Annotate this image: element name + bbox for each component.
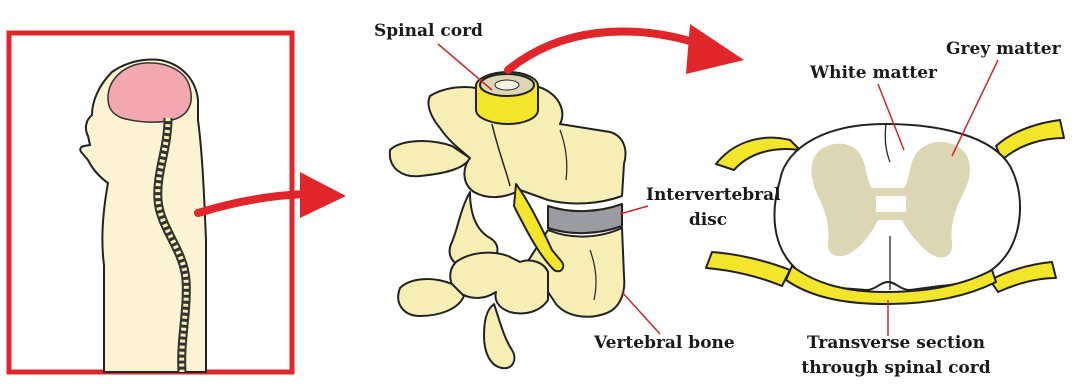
white-matter-label: White matter [810,64,937,83]
spinal-cord-label: Spinal cord [374,22,483,41]
human-silhouette-icon [80,60,206,373]
arrow-icon [198,172,346,218]
vertebral-bone-label: Vertebral bone [594,334,735,353]
transverse-section-label: Transverse section through spinal cord [786,334,1006,378]
intervertebral-pointer [620,206,648,214]
brain-icon [108,63,191,122]
intervertebral-line1: Intervertebral [646,186,770,205]
vertebra-icon [390,72,626,368]
intervertebral-disc-label: Intervertebral disc [646,186,770,230]
intervertebral-line2: disc [646,211,770,230]
transverse-line2: through spinal cord [786,359,1006,378]
grey-matter-label: Grey matter [946,40,1061,59]
arrow-icon [508,24,744,74]
spinal-cord-pointer [438,44,492,90]
vertebral-bone-pointer [622,292,660,334]
transverse-line1: Transverse section [786,334,1006,353]
